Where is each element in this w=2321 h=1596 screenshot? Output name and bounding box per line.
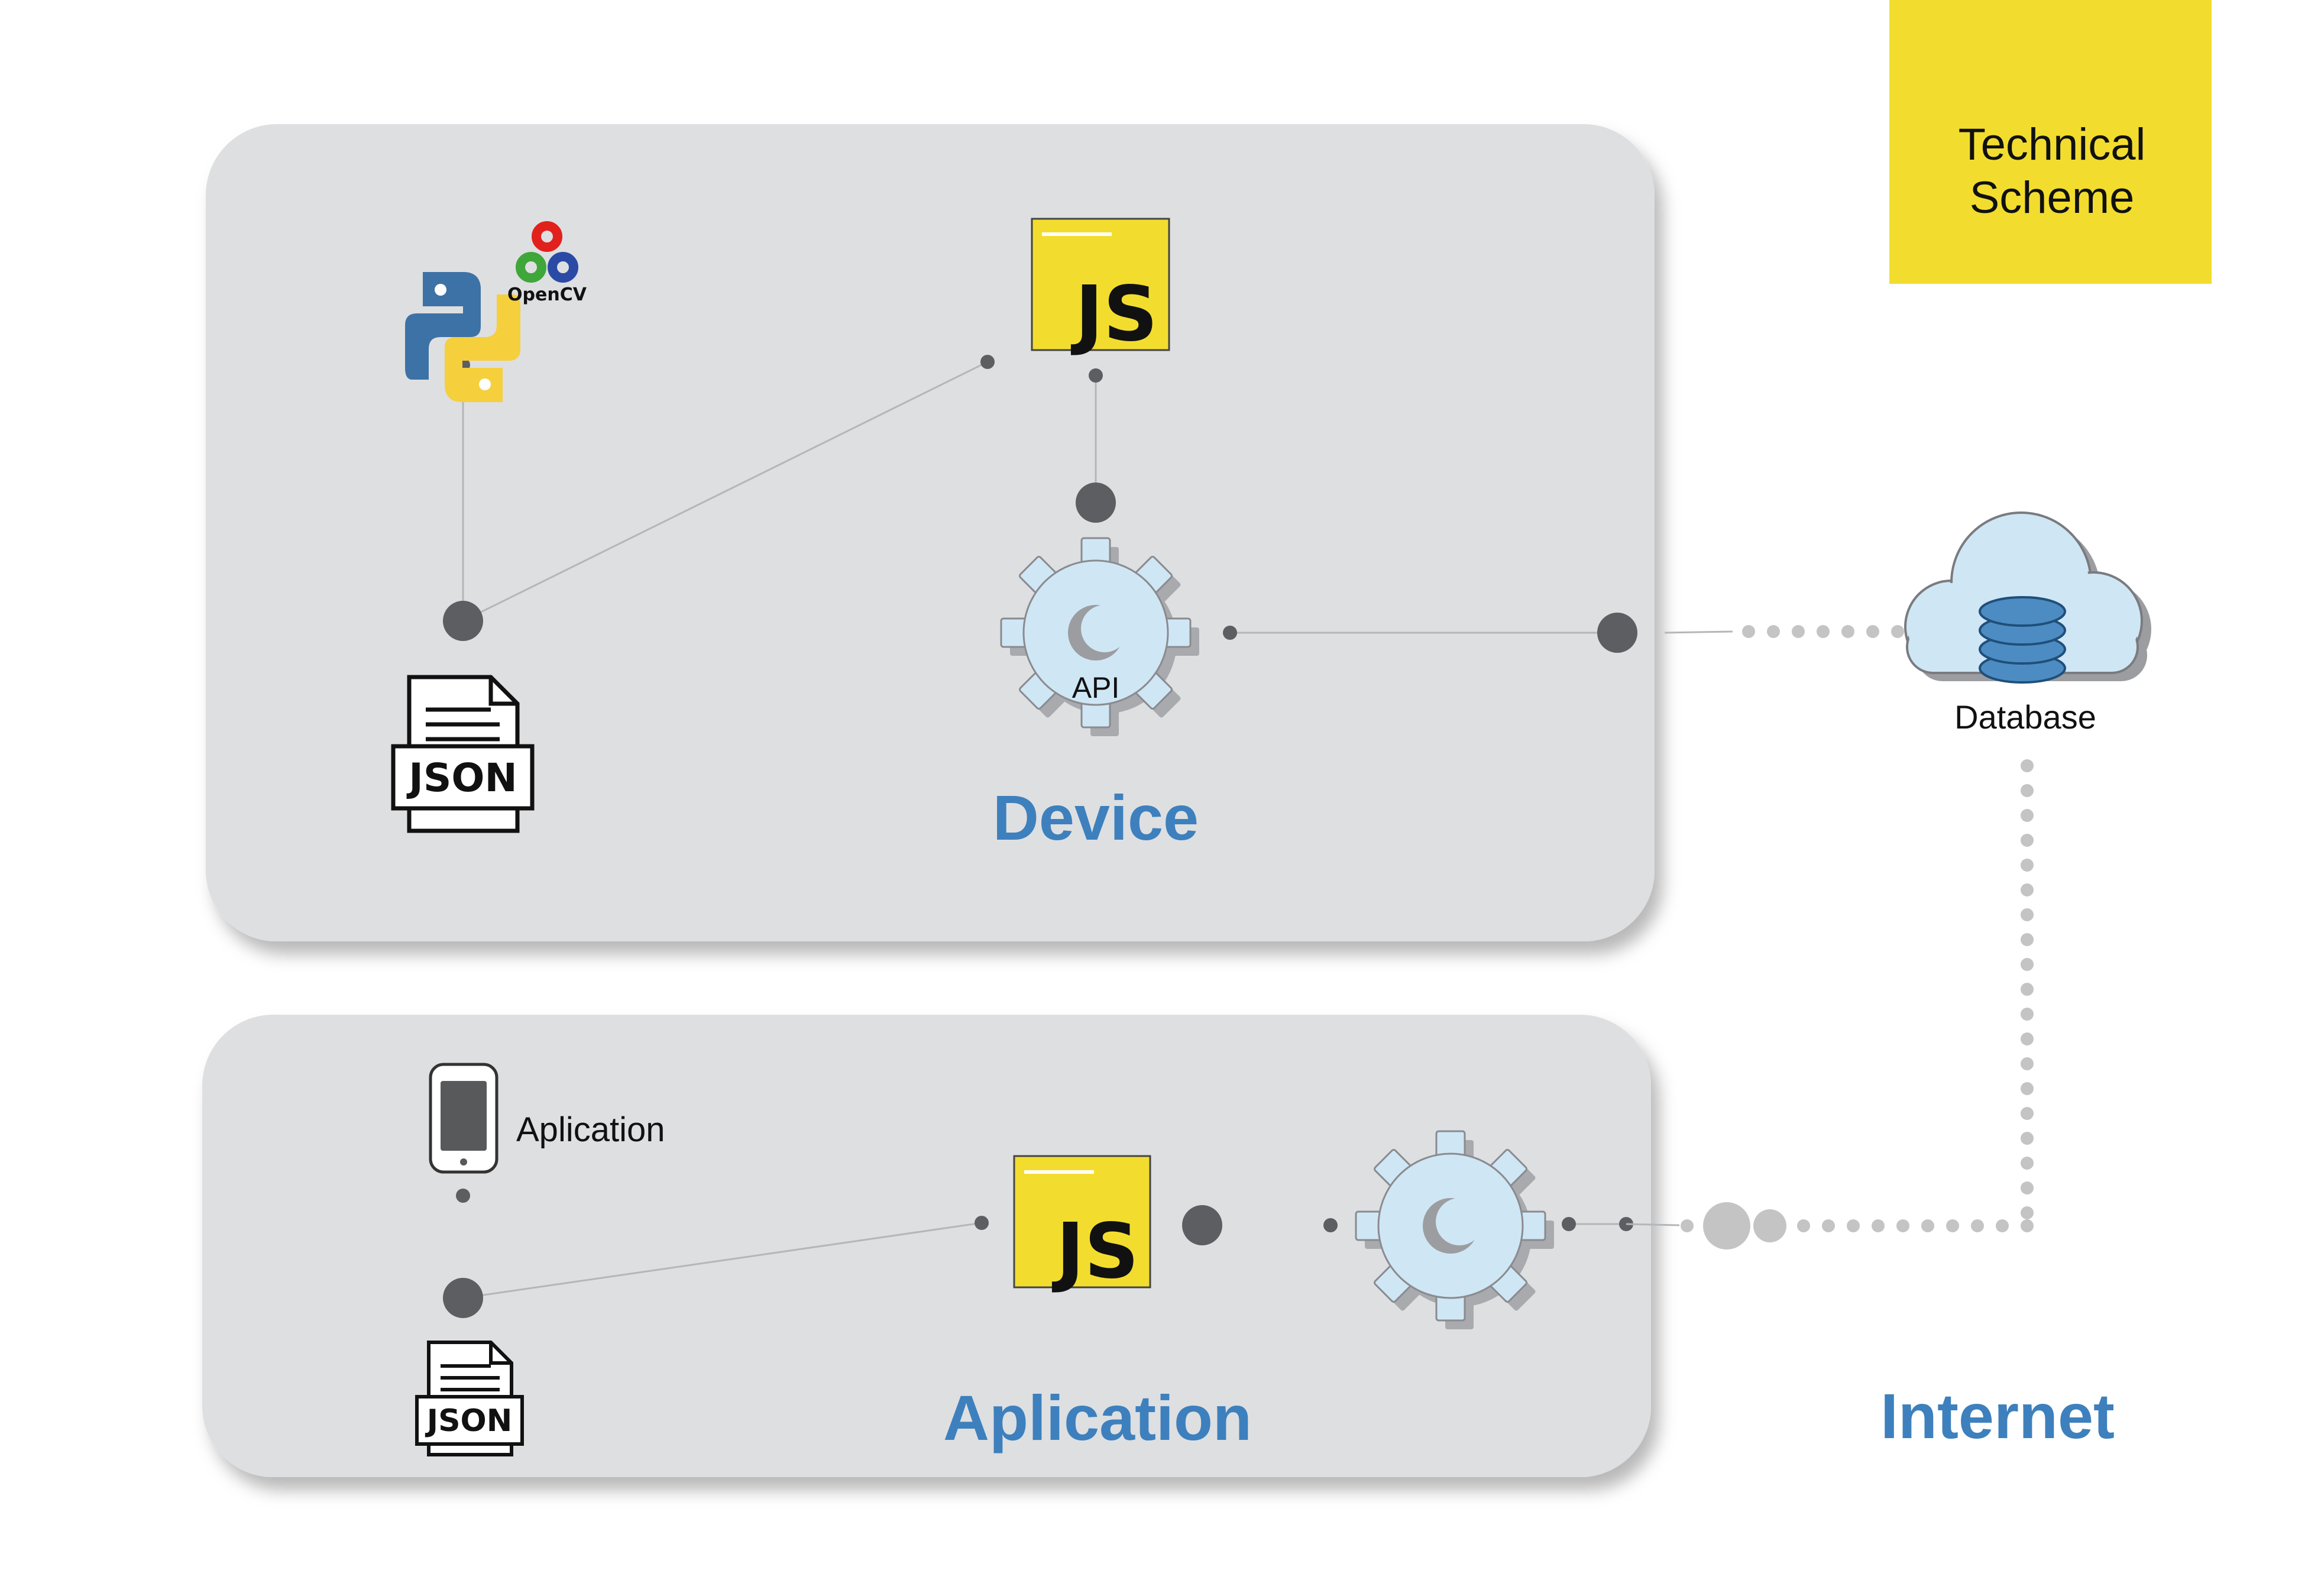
application-panel: Aplication JS JSON Aplication: [202, 1015, 1651, 1477]
json-label-application: JSON: [425, 1403, 513, 1439]
internet-title: Internet: [1880, 1380, 2115, 1452]
api-gear-icon: API: [1000, 537, 1199, 736]
phone-label: Aplication: [516, 1111, 665, 1149]
gear-output-dot-app: [1562, 1217, 1576, 1231]
json-connector-node: [443, 601, 483, 641]
js-output-dot: [1089, 368, 1103, 383]
javascript-logo-device: JS: [1031, 218, 1170, 358]
legend-box: Technical Scheme: [1889, 0, 2212, 284]
api-output-dot: [1223, 626, 1237, 640]
internet-connections: [1626, 625, 2034, 1249]
api-connector-node: [1076, 483, 1116, 523]
database-to-application-dotted-link: [1681, 759, 2034, 1249]
gear-input-dot-app: [1323, 1218, 1338, 1232]
device-panel: OpenCV JS JSON API Device: [206, 124, 1655, 941]
js-input-dot-app: [975, 1216, 989, 1230]
opencv-logo: OpenCV: [507, 221, 587, 305]
json-file-icon-device: JSON: [391, 675, 535, 833]
application-panel-title: Aplication: [943, 1382, 1252, 1453]
cloud-database: Database: [1904, 512, 2151, 736]
phone-connector-dot: [456, 1189, 470, 1203]
opencv-label: OpenCV: [507, 284, 587, 305]
js-label-device: JS: [1070, 270, 1158, 358]
js-input-dot: [980, 355, 995, 369]
legend-title-line1: Technical: [1959, 119, 2146, 170]
json-connector-node-app: [443, 1278, 483, 1318]
api-label: API: [1072, 671, 1120, 704]
database-stack-icon: [1979, 596, 2066, 684]
device-panel-title: Device: [993, 782, 1199, 853]
js-label-application: JS: [1051, 1207, 1139, 1296]
python-logo: [405, 272, 520, 402]
device-to-database-dotted-link: [1742, 625, 1904, 638]
json-label-device: JSON: [406, 755, 517, 801]
smartphone-icon: [429, 1063, 498, 1174]
database-label: Database: [1954, 698, 2096, 736]
legend-title-line2: Scheme: [1970, 173, 2135, 223]
gear-icon-application: [1355, 1130, 1554, 1329]
device-port-node: [1597, 613, 1637, 653]
device-connectors: [462, 361, 1617, 634]
application-connectors: [462, 1222, 1626, 1299]
json-file-icon-application: JSON: [415, 1341, 524, 1456]
js-output-node-app: [1182, 1205, 1222, 1245]
javascript-logo-application: JS: [1013, 1155, 1151, 1296]
